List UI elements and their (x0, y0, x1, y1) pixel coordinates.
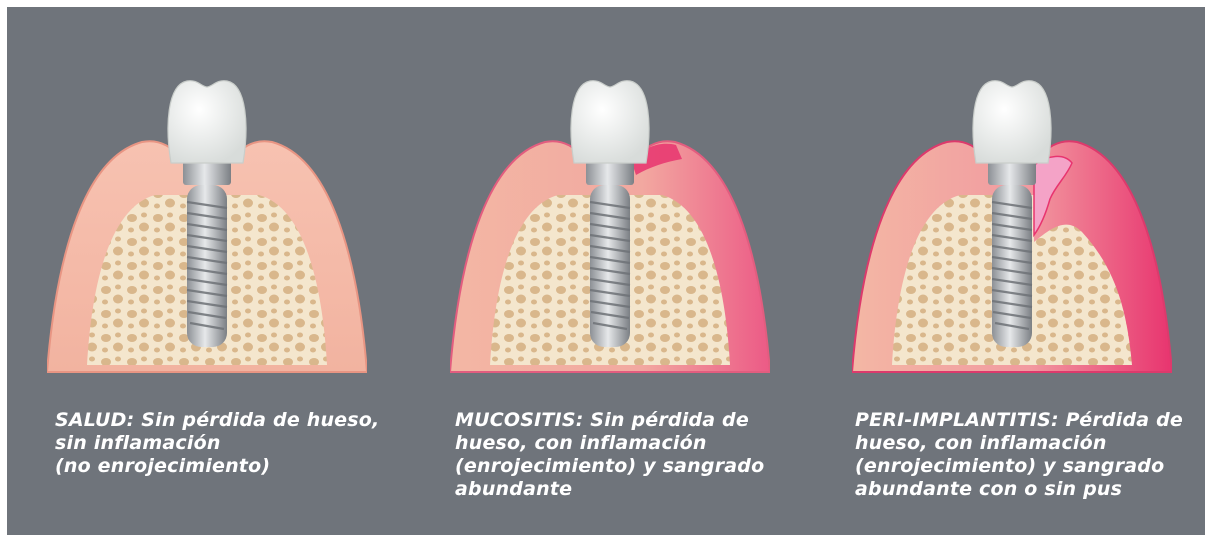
implant-figure-mucositis (450, 67, 770, 377)
implant-illustration-mucositis (450, 80, 770, 373)
implant-figure-peri-implantitis (852, 67, 1172, 377)
caption-line: hueso, con inflamación (455, 432, 707, 454)
caption-line: SALUD: Sin pérdida de hueso, (55, 409, 380, 431)
caption-line: (enrojecimiento) y sangrado (855, 455, 1165, 477)
caption-line: sin inflamación (55, 432, 221, 454)
caption-line: MUCOSITIS: Sin pérdida de (455, 409, 749, 431)
caption-line: (enrojecimiento) y sangrado (455, 455, 765, 477)
caption-line: abundante con o sin pus (855, 478, 1123, 500)
caption-peri-implantitis: PERI-IMPLANTITIS: Pérdida de hueso, con … (855, 409, 1200, 501)
caption-line: hueso, con inflamación (855, 432, 1107, 454)
caption-mucositis: MUCOSITIS: Sin pérdida de hueso, con inf… (455, 409, 800, 501)
implant-illustration-peri-implantitis (852, 80, 1172, 373)
caption-line: PERI-IMPLANTITIS: Pérdida de (855, 409, 1183, 431)
implant-figure-salud (47, 67, 367, 377)
caption-salud: SALUD: Sin pérdida de hueso, sin inflama… (55, 409, 400, 478)
caption-line: (no enrojecimiento) (55, 455, 271, 477)
illustration-panel: SALUD: Sin pérdida de hueso, sin inflama… (7, 7, 1205, 535)
implant-illustration-salud (47, 80, 367, 373)
caption-line: abundante (455, 478, 573, 500)
